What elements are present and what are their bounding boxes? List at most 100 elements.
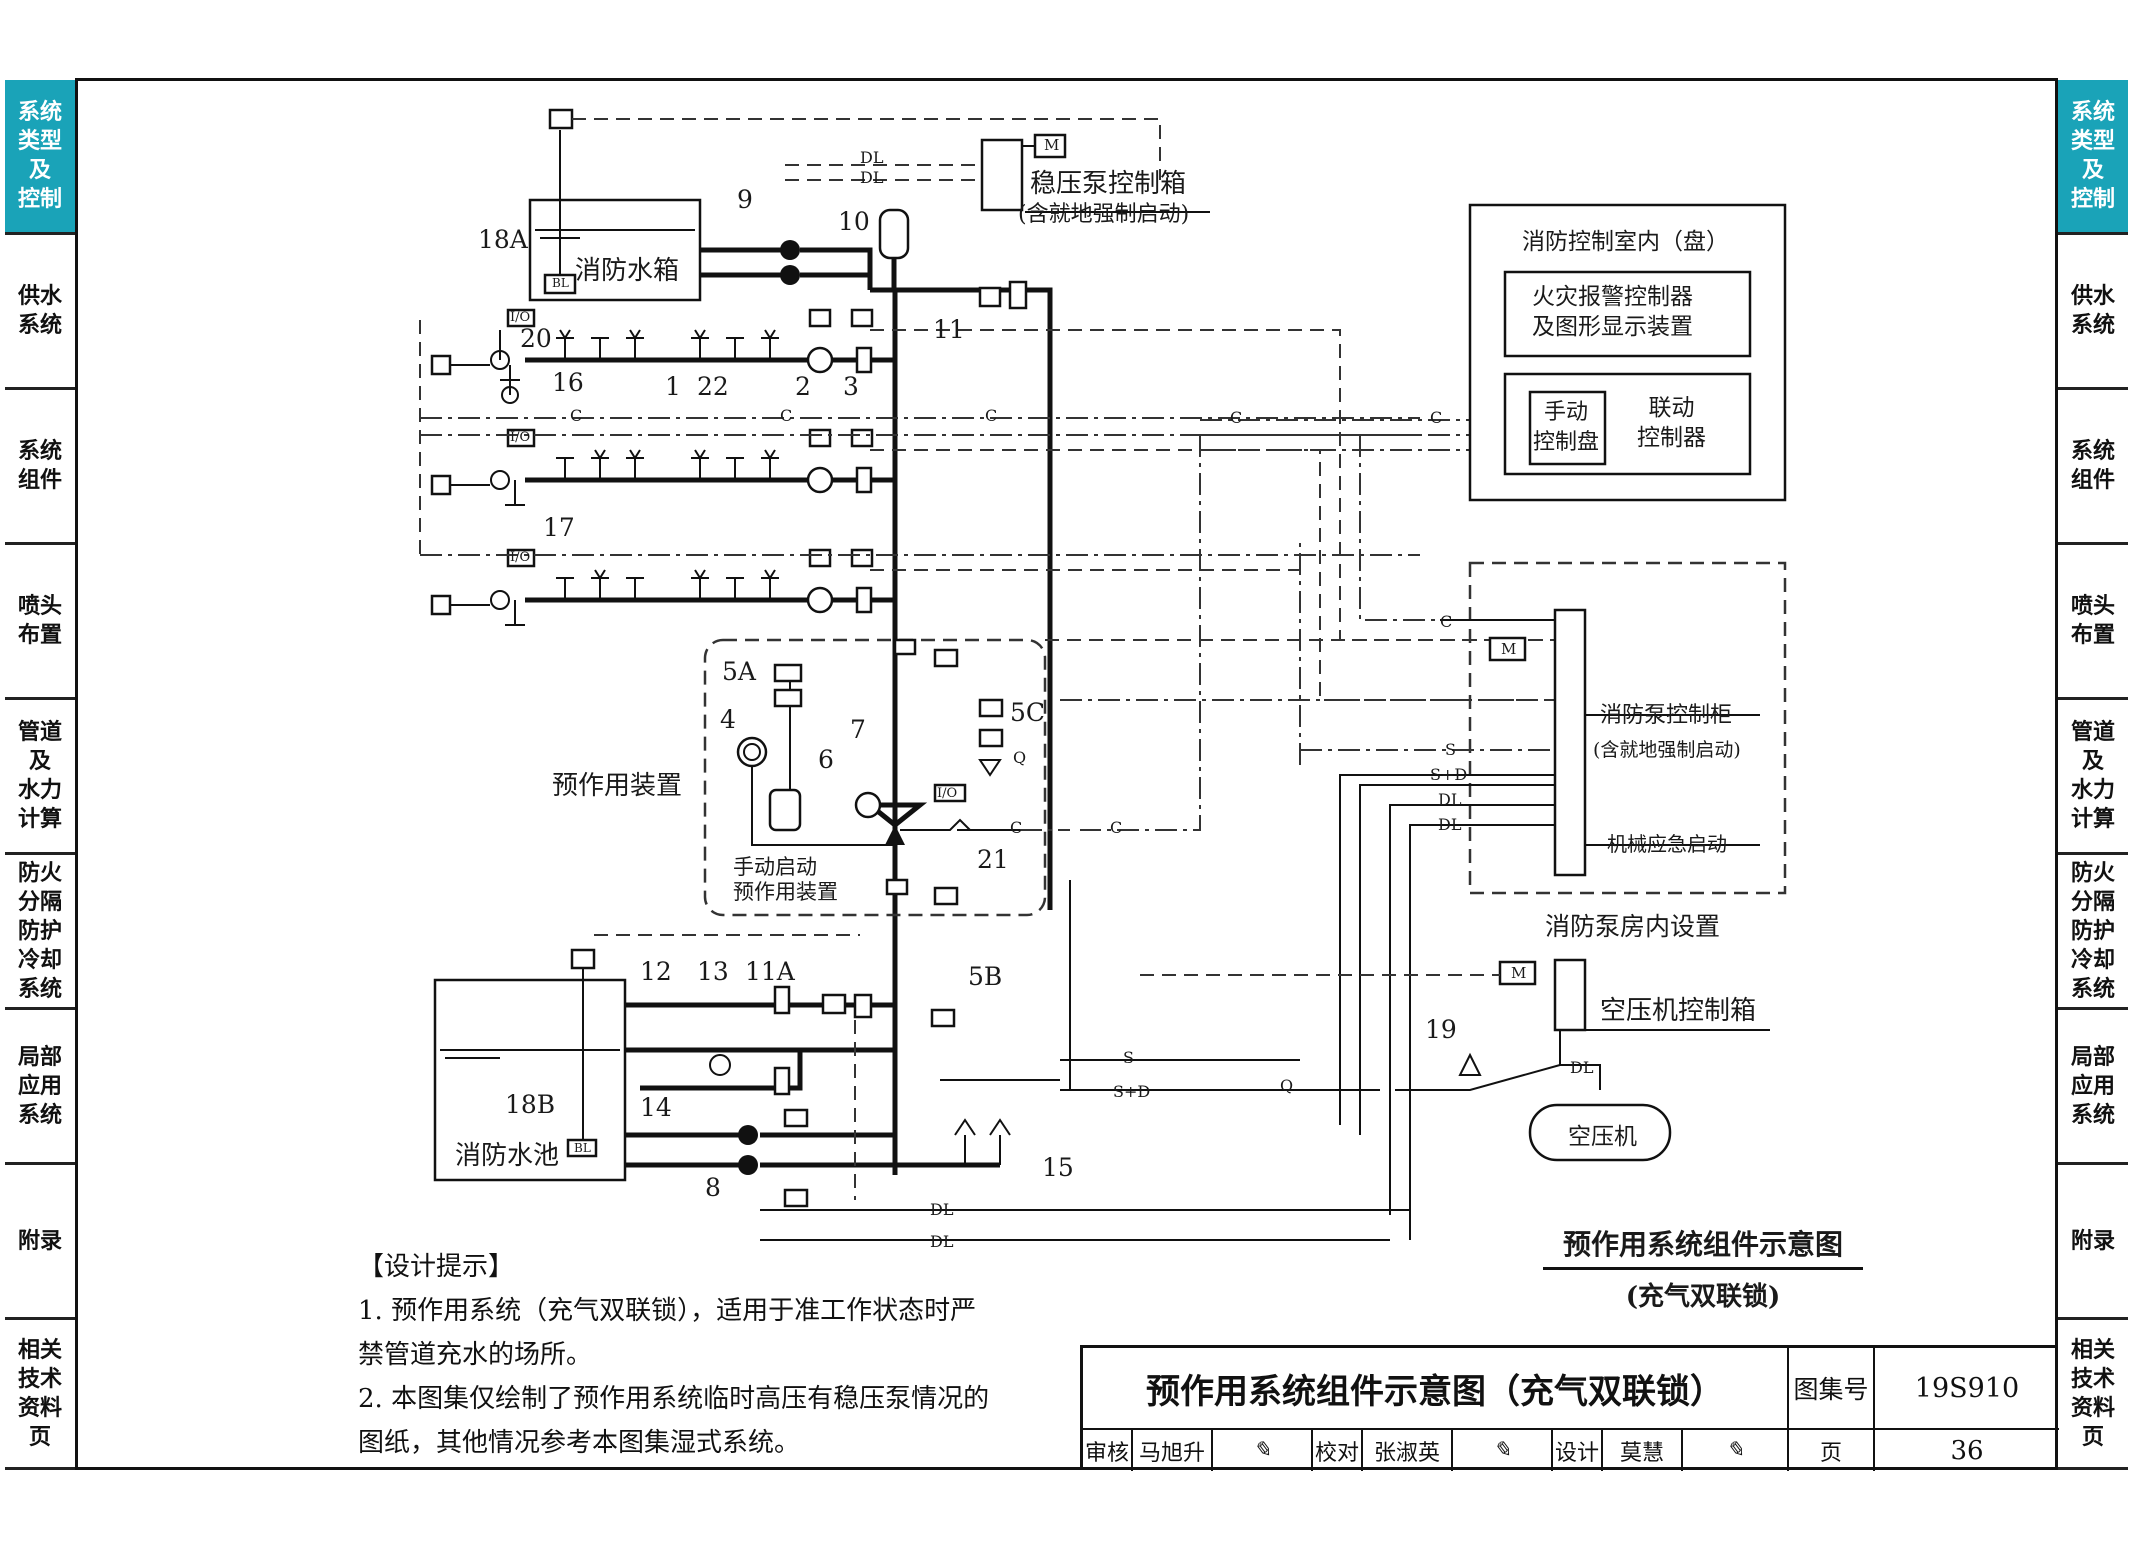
- signal-io: I/O: [937, 786, 958, 801]
- signal-dl: DL: [930, 1232, 954, 1251]
- pump-room-label: 消防泵房内设置: [1545, 912, 1721, 941]
- sidebar-tab[interactable]: 局部 应用 系统: [2058, 1010, 2128, 1165]
- pump-cabinet-sub: (含就地强制启动): [1593, 739, 1741, 761]
- sidebar-tab[interactable]: 喷头 布置: [2058, 545, 2128, 700]
- title-block: 预作用系统组件示意图（充气双联锁） 图集号 19S910 审核 马旭升 ✎ 校对…: [1080, 1345, 2059, 1471]
- sidebar-tab[interactable]: 系统 组件: [2058, 390, 2128, 545]
- signal-s-d: S+D: [1430, 765, 1468, 784]
- sidebar-tab[interactable]: 系统 组件: [5, 390, 75, 545]
- signal-c: C: [1230, 408, 1243, 427]
- part-19: 19: [1425, 1015, 1457, 1044]
- part-18b: 18B: [505, 1090, 556, 1119]
- notes-heading: 【设计提示】: [358, 1252, 515, 1282]
- fire-pool-label: 消防水池: [455, 1141, 560, 1171]
- signal-io: I/O: [510, 310, 531, 325]
- sidebar-tab[interactable]: 相关 技术 资料 页: [5, 1320, 75, 1470]
- notes-line-2b: 图纸，其他情况参考本图集湿式系统。: [358, 1428, 801, 1458]
- part-5b: 5B: [968, 962, 1003, 991]
- part-9: 9: [737, 185, 753, 214]
- signal-io: I/O: [510, 550, 531, 565]
- signal-dl: DL: [1438, 815, 1462, 834]
- sidebar-tab[interactable]: 管道 及 水力 计算: [2058, 700, 2128, 855]
- titleblock-title: 预作用系统组件示意图（充气双联锁）: [1083, 1348, 1789, 1430]
- part-3: 3: [843, 372, 859, 401]
- figure-caption: 预作用系统组件示意图 (充气双联锁): [1543, 1223, 1863, 1313]
- part-6: 6: [818, 745, 834, 774]
- part-12: 12: [640, 957, 672, 986]
- sidebar-tab[interactable]: 系统 类型 及 控制: [5, 80, 75, 235]
- signal-s: S: [1123, 1048, 1134, 1067]
- signal-q: Q: [1280, 1076, 1294, 1095]
- signal-s: S: [1445, 740, 1456, 759]
- part-20: 20: [520, 324, 552, 353]
- air-compressor-label: 空压机: [1568, 1124, 1637, 1150]
- signal-dl: DL: [930, 1200, 954, 1219]
- part-8: 8: [705, 1173, 721, 1202]
- left-sidebar: 系统 类型 及 控制供水 系统系统 组件喷头 布置管道 及 水力 计算防火 分隔…: [5, 80, 75, 1470]
- part-5c: 5C: [1010, 698, 1046, 727]
- checker-signature: ✎: [1453, 1430, 1553, 1471]
- sidebar-tab[interactable]: 附录: [5, 1165, 75, 1320]
- signal-c: C: [1430, 408, 1443, 427]
- signal-dl: DL: [860, 168, 884, 187]
- sidebar-tab[interactable]: 防火 分隔 防护 冷却 系统: [5, 855, 75, 1010]
- design-notes: 【设计提示】 1. 预作用系统（充气双联锁），适用于准工作状态时严 禁管道充水的…: [358, 1245, 989, 1465]
- signal-dl: DL: [1570, 1058, 1594, 1077]
- reviewer-signature: ✎: [1213, 1430, 1313, 1471]
- signal-c: C: [570, 406, 583, 425]
- notes-line-1b: 禁管道充水的场所。: [358, 1340, 593, 1370]
- signal-c: C: [1010, 818, 1023, 837]
- signal-c: C: [780, 406, 793, 425]
- part-1: 1: [665, 372, 681, 401]
- designer-name: 莫慧: [1603, 1430, 1683, 1471]
- part-11: 11: [933, 315, 965, 344]
- sidebar-tab[interactable]: 供水 系统: [5, 235, 75, 390]
- sidebar-tab[interactable]: 防火 分隔 防护 冷却 系统: [2058, 855, 2128, 1010]
- part-4: 4: [720, 705, 736, 734]
- signal-bl: BL: [574, 1141, 591, 1155]
- part-5a: 5A: [722, 657, 756, 686]
- sidebar-tab[interactable]: 管道 及 水力 计算: [5, 700, 75, 855]
- stab-pump-box-sub: (含就地强制启动): [1018, 202, 1190, 227]
- signal-s-d: S+D: [1113, 1082, 1151, 1101]
- notes-line-1: 1. 预作用系统（充气双联锁），适用于准工作状态时严: [358, 1296, 977, 1326]
- check-label: 校对: [1313, 1430, 1363, 1471]
- signal-c: C: [985, 406, 998, 425]
- part-2: 2: [795, 372, 811, 401]
- sidebar-tab[interactable]: 喷头 布置: [5, 545, 75, 700]
- sidebar-tab[interactable]: 系统 类型 及 控制: [2058, 80, 2128, 235]
- atlas-label: 图集号: [1789, 1348, 1875, 1430]
- design-label: 设计: [1553, 1430, 1603, 1471]
- signal-q: Q: [1013, 748, 1027, 767]
- signal-m: M: [1044, 136, 1060, 154]
- sidebar-tab[interactable]: 局部 应用 系统: [5, 1010, 75, 1165]
- sidebar-tab[interactable]: 供水 系统: [2058, 235, 2128, 390]
- signal-m: M: [1511, 964, 1527, 982]
- signal-m: M: [1501, 640, 1517, 658]
- caption-subtitle: (充气双联锁): [1625, 1282, 1781, 1312]
- drawing-frame: [75, 78, 2058, 1470]
- manual-start-label: 手动启动 预作用装置: [733, 855, 838, 904]
- part-18a: 18A: [478, 225, 528, 254]
- notes-line-2: 2. 本图集仅绘制了预作用系统临时高压有稳压泵情况的: [358, 1384, 990, 1414]
- part-21: 21: [977, 845, 1009, 874]
- air-compressor-box-label: 空压机控制箱: [1600, 996, 1757, 1026]
- signal-io: I/O: [510, 430, 531, 445]
- signal-dl: DL: [1438, 790, 1462, 809]
- signal-c: C: [1440, 612, 1453, 631]
- link-controller-label: 联动 控制器: [1637, 395, 1706, 451]
- checker-name: 张淑英: [1363, 1430, 1453, 1471]
- fire-tank-label: 消防水箱: [575, 256, 680, 286]
- part-17: 17: [543, 513, 575, 542]
- part-7: 7: [850, 715, 866, 744]
- caption-title: 预作用系统组件示意图: [1543, 1223, 1863, 1270]
- sidebar-tab[interactable]: 附录: [2058, 1165, 2128, 1320]
- manual-panel-label: 手动 控制盘: [1533, 400, 1600, 455]
- sidebar-tab[interactable]: 相关 技术 资料 页: [2058, 1320, 2128, 1470]
- reviewer-name: 马旭升: [1133, 1430, 1213, 1471]
- fire-alarm-controller-label: 火灾报警控制器 及图形显示装置: [1532, 284, 1693, 340]
- preaction-device-group: [703, 638, 1047, 917]
- control-room-label: 消防控制室内（盘）: [1522, 229, 1729, 255]
